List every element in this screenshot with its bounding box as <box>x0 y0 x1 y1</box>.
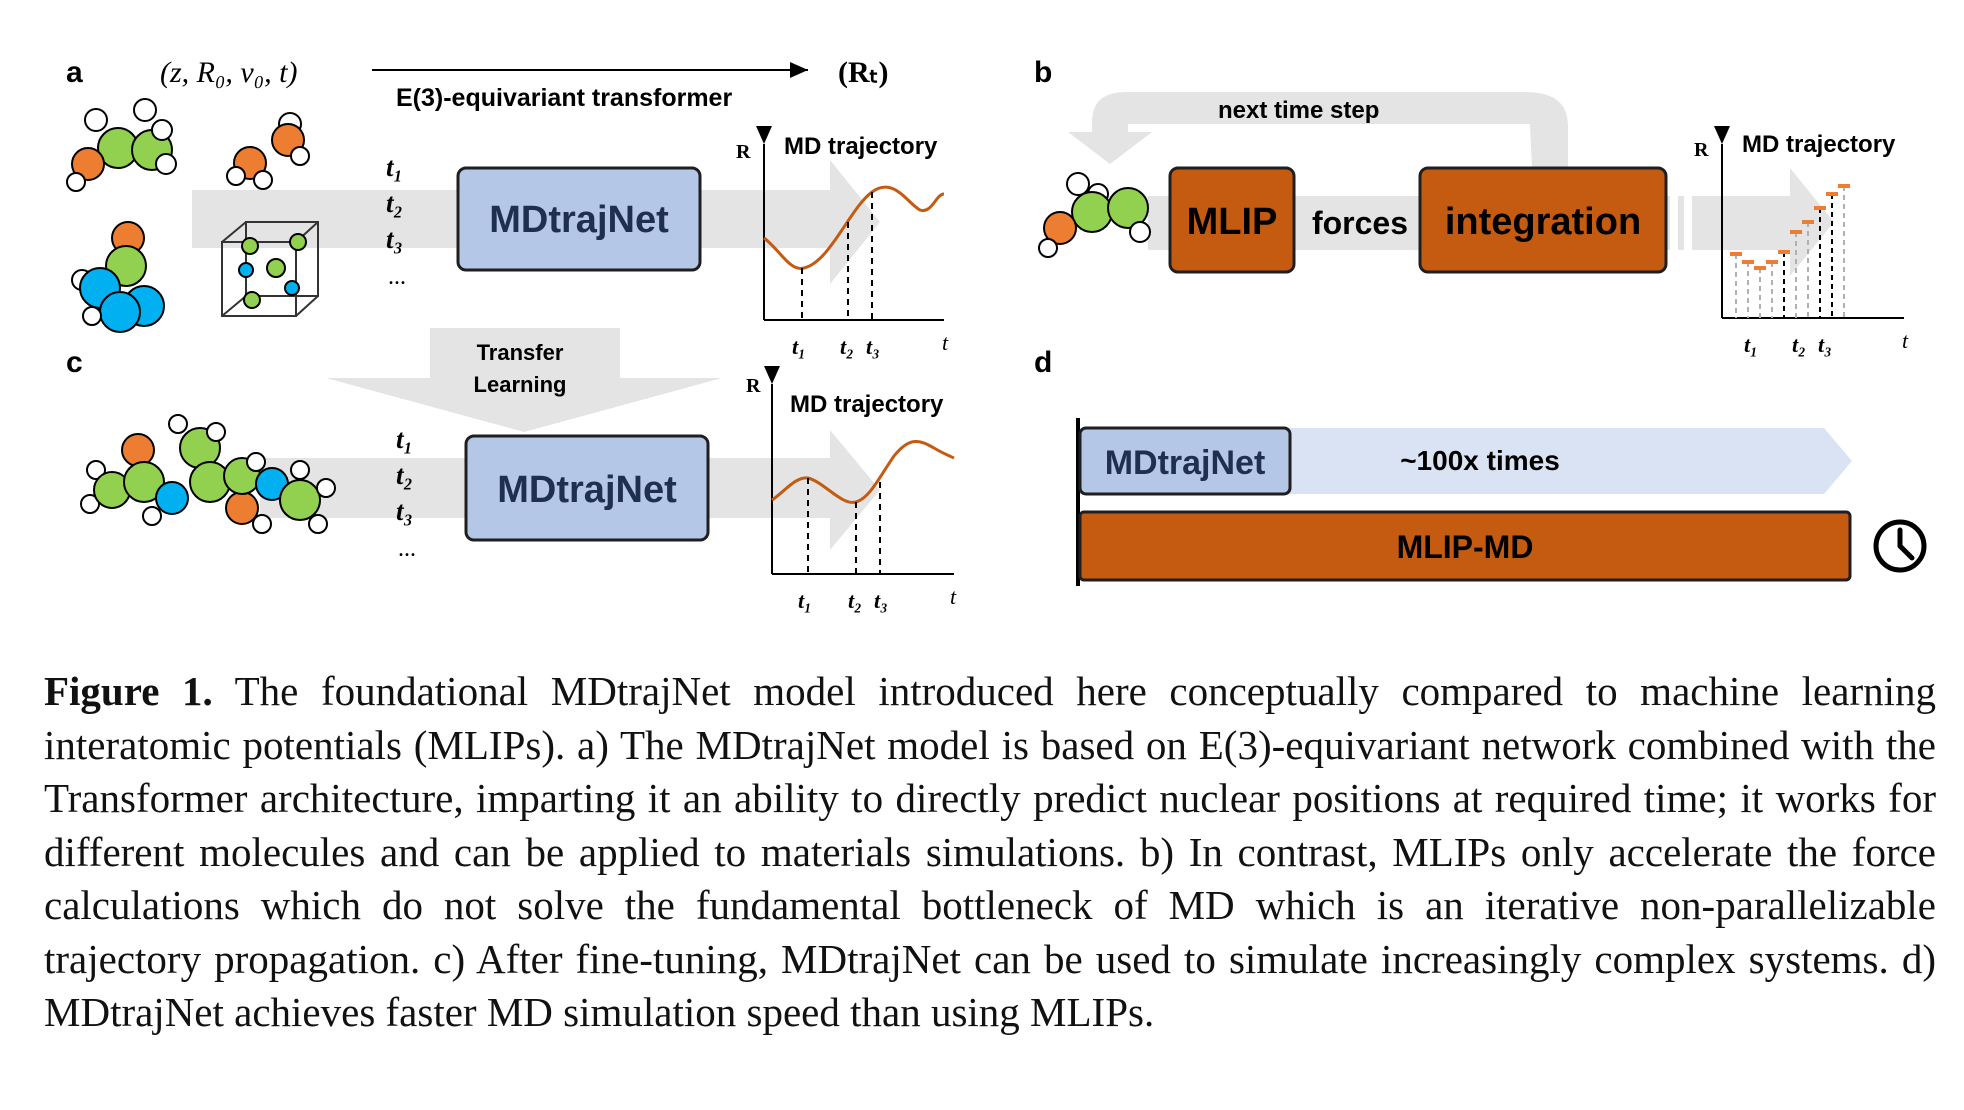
panel-a-tick-3: t₃ <box>866 334 880 359</box>
panel-c-axis-x: t <box>950 584 957 609</box>
panel-c-model-label: MDtrajNet <box>497 469 677 511</box>
panel-d-mdtrajnet-label: MDtrajNet <box>1105 444 1266 482</box>
molecule-ethanol-b-icon <box>1038 172 1151 258</box>
panel-a-traj-title: MD trajectory <box>784 133 938 160</box>
panel-a-axis-x: t <box>942 330 949 355</box>
panel-a-tick-1: t₁ <box>792 334 806 359</box>
figure-caption: Figure 1. The foundational MDtrajNet mod… <box>44 665 1936 1040</box>
panel-b-tick-1: t₁ <box>1744 332 1758 357</box>
panel-b-loop-label: next time step <box>1218 97 1379 124</box>
panel-b-traj-title: MD trajectory <box>1742 131 1896 158</box>
panel-c-traj-title: MD trajectory <box>790 391 944 418</box>
molecule-chain-icon <box>80 414 336 534</box>
panel-a-axis-y: R <box>736 141 751 163</box>
panel-a-time-3: t₃ <box>386 224 403 254</box>
panel-c-time-1: t₁ <box>396 424 413 454</box>
panel-c-transfer-arrow <box>326 328 722 432</box>
panel-a-output: (Rₜ) <box>838 56 889 89</box>
panel-d-mdtrajnet-bar <box>1078 426 1292 496</box>
panel-c-traj-curve <box>771 440 955 504</box>
panel-c-transfer-2: Learning <box>474 372 567 397</box>
panel-c-time-3: t₃ <box>396 496 413 526</box>
panel-a-time-more: ... <box>388 264 406 290</box>
panel-a-trajectory-plot: MD trajectory R t t₁ t₂ t₃ <box>736 126 949 359</box>
molecule-branched-icon <box>71 221 165 333</box>
panel-b-steps <box>1730 184 1850 318</box>
molecule-water-icon <box>226 112 310 190</box>
panel-b-forces-label: forces <box>1312 205 1408 241</box>
panel-b-integration-box <box>1418 166 1668 274</box>
molecule-ethanol-icon <box>66 98 177 192</box>
panel-b-axis-x: t <box>1902 328 1909 353</box>
panel-b-label: b <box>1034 56 1052 89</box>
panel-a-input: (z, R₀, v₀, t) <box>160 56 298 89</box>
panel-c-tick-3: t₃ <box>874 588 888 613</box>
panel-b-integration-label: integration <box>1445 201 1641 243</box>
panel-b-tick-2: t₂ <box>1792 332 1806 357</box>
caption-text: The foundational MDtrajNet model introdu… <box>44 668 1936 1035</box>
panel-c-axis-y: R <box>746 375 761 397</box>
panel-a-label: a <box>66 56 83 89</box>
panel-c-trajectory-plot: MD trajectory R t t₁ t₂ t₃ <box>746 366 957 613</box>
panel-c-transfer-1: Transfer <box>477 340 564 365</box>
panel-c-tick-2: t₂ <box>848 588 862 613</box>
panel-c: c Transfer Learning t₁ <box>66 328 957 613</box>
panel-a-time-1: t₁ <box>386 152 403 182</box>
panel-b-loop-arrow <box>1068 92 1568 168</box>
panel-a-model-box <box>456 166 702 272</box>
panel-d-speedup-label: ~100x times <box>1400 445 1560 476</box>
panel-b: b next time step MLIP forces integration… <box>1034 56 1909 357</box>
panel-a-time-2: t₂ <box>386 188 403 218</box>
crystal-lattice-icon <box>221 221 319 317</box>
panel-c-tick-1: t₁ <box>798 588 812 613</box>
panel-c-time-2: t₂ <box>396 460 413 490</box>
panel-c-label: c <box>66 346 83 379</box>
panel-a-arrow-label: E(3)-equivariant transformer <box>396 84 732 112</box>
panel-b-mlip-label: MLIP <box>1187 201 1278 243</box>
panel-d: d MDtrajNet ~100x times MLIP-MD <box>1034 346 1927 586</box>
clock-icon <box>1873 519 1927 573</box>
panel-b-mlip-box <box>1168 166 1296 274</box>
caption-lead: Figure 1. <box>44 668 213 714</box>
panel-a-model-label: MDtrajNet <box>489 199 669 241</box>
panel-d-label: d <box>1034 346 1052 379</box>
panel-a-tick-2: t₂ <box>840 334 854 359</box>
panel-b-tick-3: t₃ <box>1818 332 1832 357</box>
panel-d-mlip-bar <box>1078 510 1852 582</box>
figure-graphic: a (z, R₀, v₀, t) E(3)-equivariant transf… <box>66 56 1927 613</box>
panel-c-model-box <box>464 434 710 542</box>
panel-a: a (z, R₀, v₀, t) E(3)-equivariant transf… <box>66 56 949 359</box>
panel-b-trajectory-plot: MD trajectory R t t₁ t₂ t₃ <box>1694 126 1909 357</box>
panel-d-mlip-label: MLIP-MD <box>1397 529 1534 565</box>
panel-c-time-more: ... <box>398 536 416 562</box>
panel-b-axis-y: R <box>1694 139 1709 161</box>
